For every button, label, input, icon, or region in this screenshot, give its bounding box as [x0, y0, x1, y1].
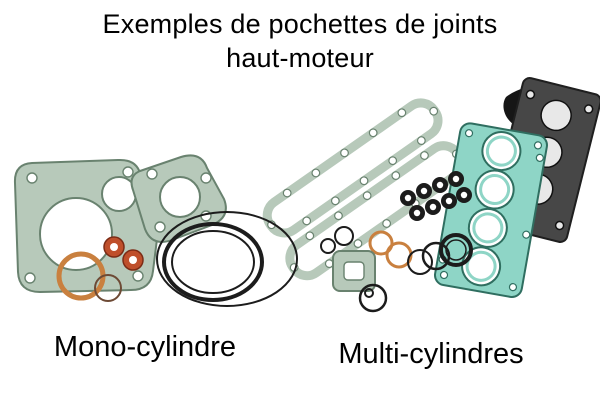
- mono-cylinder-kit: [13, 154, 298, 307]
- mono-head-gasket: [130, 154, 227, 243]
- red-o-ring-2: [122, 249, 144, 271]
- red-o-ring-1: [103, 236, 125, 258]
- small-seal-ring: [358, 283, 388, 313]
- multi-o-rings: [320, 226, 473, 275]
- multi-cylinder-kit: [262, 77, 600, 313]
- thin-seal-ring: [94, 274, 122, 302]
- caption-mono-cylindre: Mono-cylindre: [53, 331, 237, 363]
- large-rubber-rings: [156, 211, 298, 307]
- valve-cover-gasket-1: [262, 98, 443, 238]
- title-line-2: haut-moteur: [226, 42, 374, 73]
- page-title: Exemples de pochettes de joints haut-mot…: [0, 8, 600, 76]
- valve-seal-grommets: [400, 171, 472, 221]
- title-line-1: Exemples de pochettes de joints: [102, 9, 498, 39]
- caption-multi-cylindres: Multi-cylindres: [338, 338, 524, 370]
- teal-head-gasket: [433, 122, 548, 298]
- small-square-gasket: [332, 250, 376, 292]
- valve-cover-gaskets: [262, 98, 466, 281]
